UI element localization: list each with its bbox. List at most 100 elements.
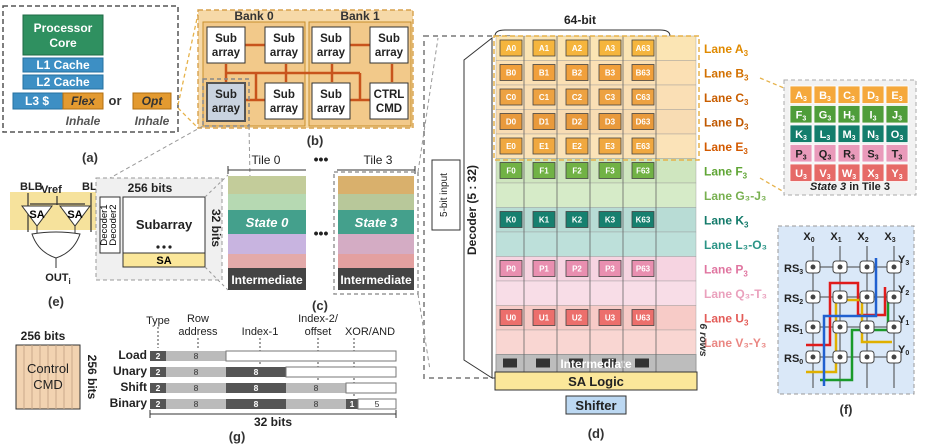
svg-text:array: array bbox=[375, 47, 404, 59]
grid-cell-label: U3 bbox=[605, 314, 616, 323]
f-rs-label: RS2 bbox=[784, 293, 803, 306]
state3-cell bbox=[837, 85, 861, 104]
svg-text:2: 2 bbox=[156, 367, 161, 377]
bits-256-label: 256 bits bbox=[128, 181, 173, 195]
leader-b-c-right bbox=[248, 125, 251, 179]
decoder-input-label: 5-bit input bbox=[439, 173, 450, 217]
f-y-label: Y1 bbox=[898, 314, 909, 327]
grid-cell-label: C1 bbox=[539, 93, 550, 102]
state3-cell bbox=[861, 163, 885, 182]
svg-text:8: 8 bbox=[194, 383, 199, 393]
grid-cell bbox=[532, 88, 556, 106]
decoder1-label: Decoder1 bbox=[99, 204, 110, 245]
grid-cell bbox=[499, 137, 523, 155]
grid-cell bbox=[565, 162, 589, 179]
grid-cell bbox=[598, 309, 622, 326]
rows6-label: 6 rows bbox=[697, 323, 709, 356]
intermediate-cell bbox=[503, 358, 517, 368]
l1-cache-label: L1 Cache bbox=[36, 58, 90, 72]
grid-cell-label: F63 bbox=[636, 167, 650, 176]
grid-cell bbox=[598, 88, 622, 106]
opt-label: Opt bbox=[142, 94, 164, 108]
state3-cell bbox=[837, 163, 861, 182]
lane-label: Lane Q₃-T₃ bbox=[704, 287, 767, 301]
l2-cache-label: L2 Cache bbox=[36, 75, 90, 89]
grid-cell bbox=[532, 162, 556, 179]
lane-label: Lane U3 bbox=[704, 312, 749, 328]
grid-cell-label: D2 bbox=[572, 118, 583, 127]
control-cmd-panel: 256 bits Control CMD 256 bits bbox=[15, 329, 99, 410]
sa-left-label: SA bbox=[29, 209, 44, 221]
svg-text:array: array bbox=[212, 103, 241, 115]
g-row-label-1: Row bbox=[187, 313, 209, 325]
svg-text:Sub: Sub bbox=[215, 89, 237, 101]
processor-core-line1: Processor bbox=[34, 21, 93, 35]
state3-cell-label: T3 bbox=[892, 149, 903, 162]
grid-cell bbox=[499, 162, 523, 179]
bank-bus bbox=[224, 43, 394, 102]
grid-cell-label: U63 bbox=[636, 314, 651, 323]
panel-f-frame bbox=[777, 225, 915, 395]
state3-cell bbox=[861, 144, 885, 163]
grid-cell bbox=[631, 88, 655, 106]
grid-cell bbox=[565, 260, 589, 277]
intermediate-cell bbox=[536, 358, 550, 368]
grid-cell-label: C3 bbox=[605, 93, 616, 102]
grid-cell bbox=[532, 39, 556, 57]
grid-cell-label: C63 bbox=[636, 93, 651, 102]
grid-cell-label: E63 bbox=[636, 142, 651, 151]
grid-cell-label: D1 bbox=[539, 118, 550, 127]
grid-cell bbox=[598, 64, 622, 81]
grid-cell bbox=[598, 113, 622, 130]
grid-cell-label: E0 bbox=[506, 142, 516, 151]
intermediate-label: Intermediate bbox=[560, 357, 632, 371]
grid-cell-label: K1 bbox=[539, 216, 550, 225]
state3-cell bbox=[885, 124, 909, 143]
bl-label: BL bbox=[82, 181, 97, 193]
l1-cache-box bbox=[22, 57, 104, 73]
grid-cell bbox=[532, 309, 556, 326]
sa-logic-label: SA Logic bbox=[568, 374, 624, 389]
leader-b-c-left bbox=[109, 125, 204, 179]
leader-a-b-top bbox=[177, 13, 199, 106]
state3-cell bbox=[813, 124, 837, 143]
grid-cell bbox=[598, 162, 622, 179]
tile-ellipsis-mid: ••• bbox=[314, 225, 329, 241]
grid-cell-label: P63 bbox=[636, 265, 651, 274]
svg-text:8: 8 bbox=[254, 383, 259, 393]
out-label: OUTi bbox=[45, 272, 70, 286]
svg-text:2: 2 bbox=[156, 351, 161, 361]
grid-cell bbox=[532, 211, 556, 228]
svg-text:8: 8 bbox=[194, 399, 199, 409]
grid-cell-label: A0 bbox=[506, 44, 517, 53]
state3-cell-label: Y3 bbox=[891, 168, 902, 181]
lane-label: Lane C3 bbox=[704, 91, 749, 107]
f-x-label: X1 bbox=[830, 231, 841, 244]
state3-cell bbox=[885, 163, 909, 182]
zoom-box-subarray bbox=[202, 78, 250, 127]
grid-cell-label: P0 bbox=[506, 265, 516, 274]
g-index2-label-1: Index-2/ bbox=[298, 313, 339, 325]
g-xor-label: XOR/AND bbox=[345, 326, 395, 338]
panel-g: Type Row address Index-1 Index-2/ offset… bbox=[110, 313, 397, 444]
grid-cell-label: B2 bbox=[572, 69, 583, 78]
decoder2-label: Decoder2 bbox=[108, 204, 119, 245]
grid-cell-label: A1 bbox=[539, 44, 550, 53]
f-x-label: X2 bbox=[857, 231, 868, 244]
grid-cell-label: K2 bbox=[572, 216, 583, 225]
grid-cell bbox=[598, 260, 622, 277]
svg-text:array: array bbox=[212, 47, 241, 59]
state3-cell-label: B3 bbox=[819, 90, 831, 103]
grid-cell-label: U2 bbox=[572, 314, 583, 323]
tile0-label: Tile 0 bbox=[252, 153, 281, 167]
state3-cell-label: K3 bbox=[795, 129, 807, 142]
grid-cell bbox=[631, 113, 655, 130]
bank0-label: Bank 0 bbox=[234, 9, 274, 23]
state3-cell bbox=[813, 105, 837, 124]
intermediate-cell bbox=[602, 358, 616, 368]
state3-cell-label: S3 bbox=[867, 149, 878, 162]
sa-label: SA bbox=[156, 255, 171, 267]
